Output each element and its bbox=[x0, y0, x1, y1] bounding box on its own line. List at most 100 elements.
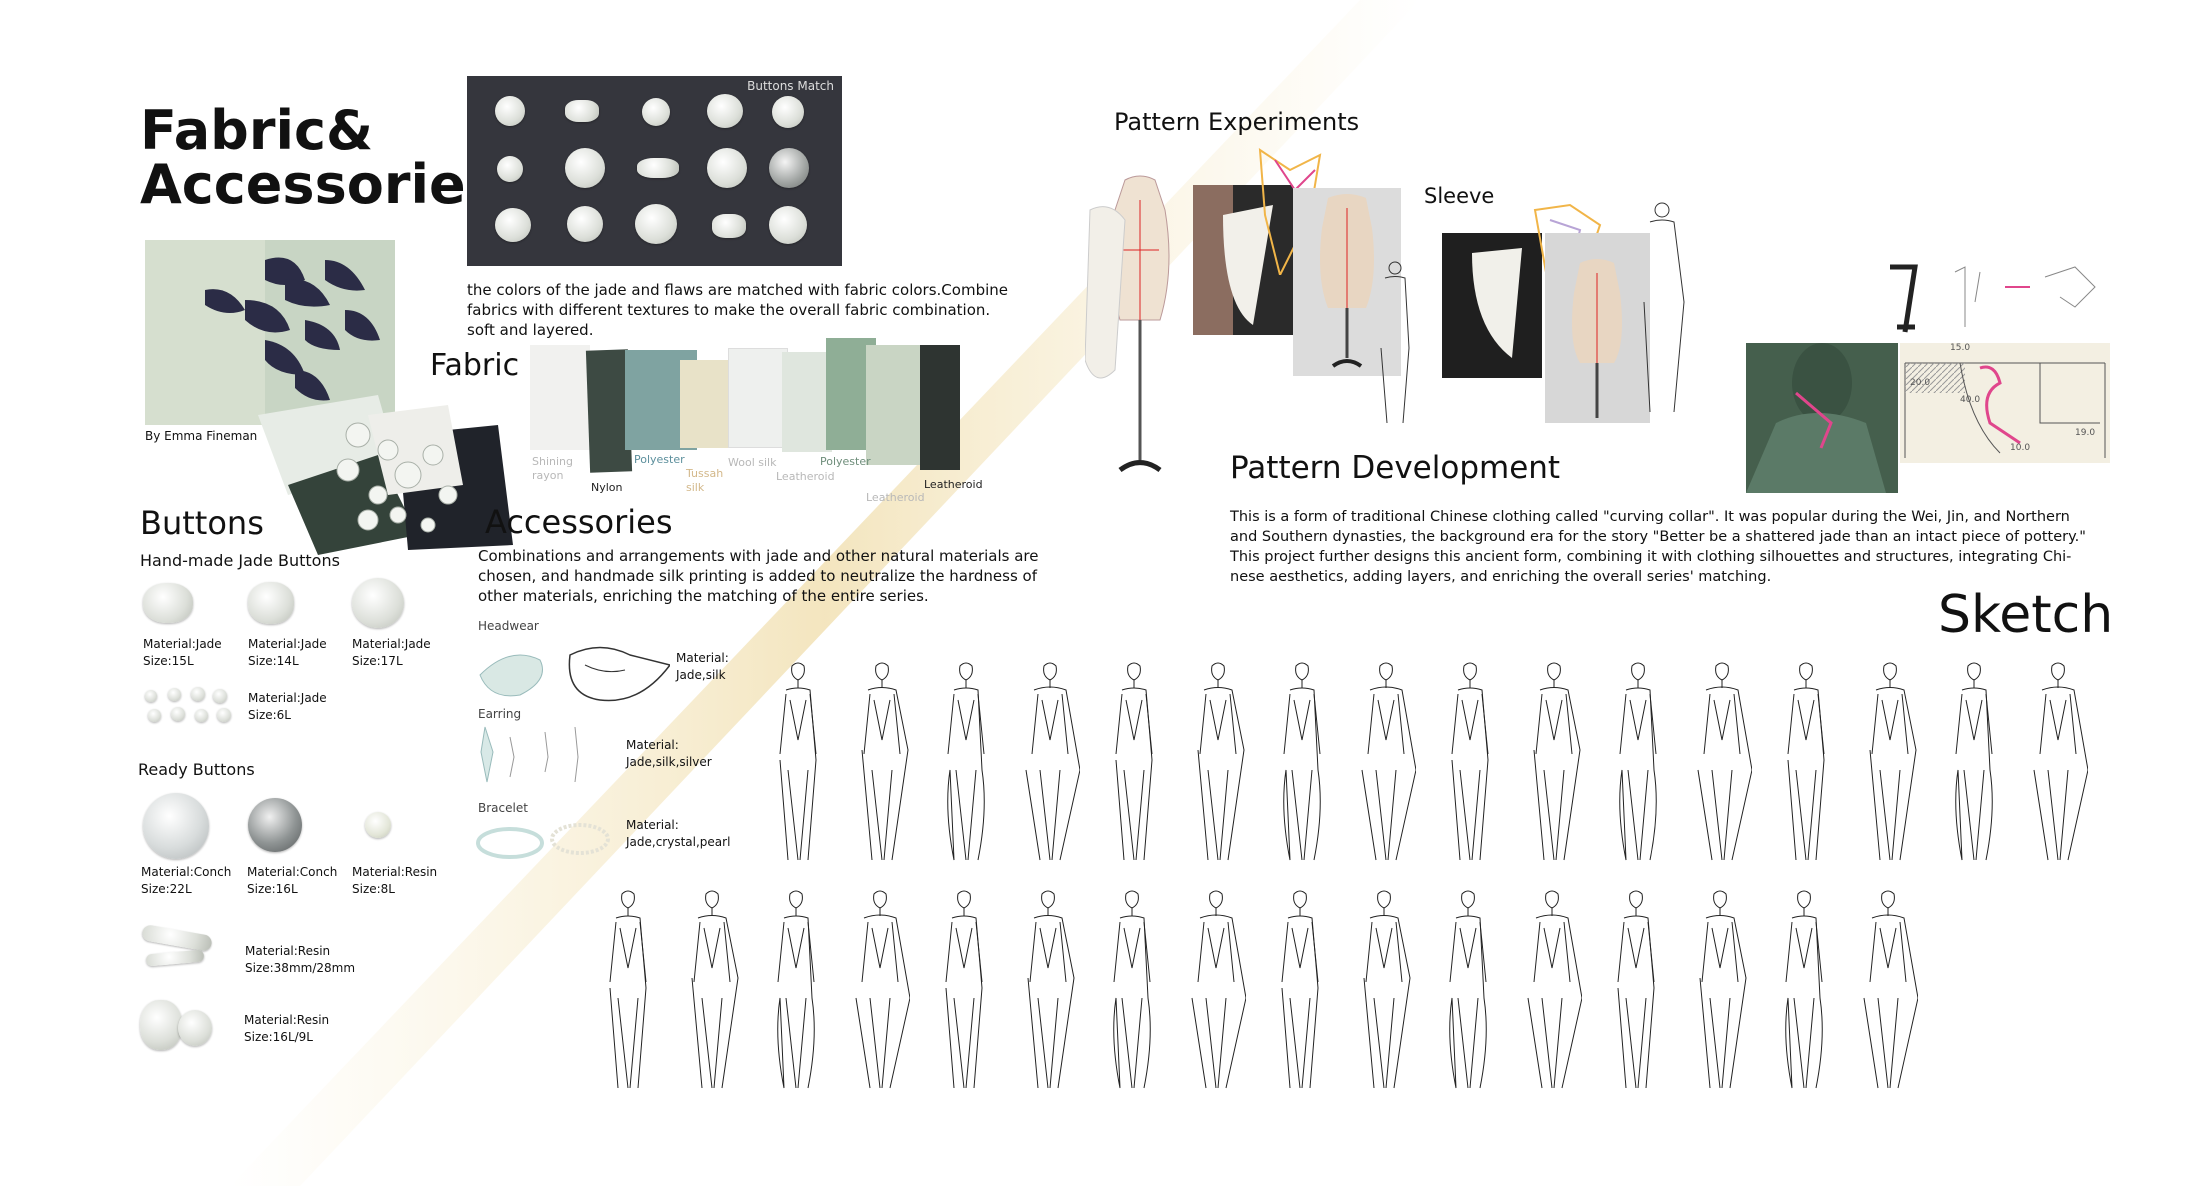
earring-material: Jade,silk,silver bbox=[626, 755, 712, 769]
fashion-sketch-figure bbox=[947, 662, 985, 861]
ready-button-size: Size:16L/9L bbox=[244, 1030, 313, 1044]
fabric-heading: Fabric bbox=[430, 348, 520, 383]
fabric-label: Leatheroid bbox=[776, 470, 835, 483]
fabric-note-line1: the colors of the jade and flaws are mat… bbox=[467, 281, 1008, 299]
accessories-heading: Accessories bbox=[485, 503, 673, 541]
ready-buttons-heading: Ready Buttons bbox=[138, 760, 255, 779]
fabric-label: Shining rayon bbox=[532, 455, 573, 482]
ready-button-size: Size:8L bbox=[352, 882, 395, 896]
pattern-piece-photo bbox=[1193, 185, 1293, 335]
jade-button-material: Material:Jade bbox=[352, 637, 431, 651]
button-sample bbox=[769, 148, 809, 188]
jade-button-size: Size:14L bbox=[248, 654, 299, 668]
bracelet-material-label: Material: bbox=[626, 818, 679, 832]
jade-button-material: Material:Jade bbox=[143, 637, 222, 651]
fabric-button-collage bbox=[248, 395, 518, 555]
sketch-row-2 bbox=[598, 888, 1958, 1098]
fashion-sketch-figure bbox=[1025, 662, 1080, 861]
headwear-material: Jade,silk bbox=[676, 668, 726, 682]
fashion-sketch-figure bbox=[1863, 890, 1918, 1089]
fabric-swatch bbox=[920, 345, 960, 470]
dress-form-photo bbox=[1085, 170, 1195, 490]
ready-button-material: Material:Resin bbox=[245, 944, 331, 958]
fashion-sketch-figure bbox=[1281, 890, 1319, 1089]
jade-button-material: Material:Jade bbox=[248, 691, 327, 705]
pattern-desc-line1: This is a form of traditional Chinese cl… bbox=[1230, 509, 2070, 525]
button-sample bbox=[712, 214, 746, 238]
draft-mark: 40.0 bbox=[1960, 395, 1981, 405]
fashion-sketch-figure bbox=[1619, 662, 1657, 861]
fashion-sketch-figure bbox=[1785, 890, 1823, 1089]
button-sample bbox=[635, 204, 677, 244]
fabric-swatch bbox=[866, 345, 922, 465]
page-title-line2: Accessories bbox=[140, 153, 498, 216]
ready-button-material: Material:Resin bbox=[244, 1013, 330, 1027]
headwear-material-label: Material: bbox=[676, 651, 729, 665]
fashion-sketch-figure bbox=[1869, 662, 1917, 861]
buttons-heading: Buttons bbox=[140, 504, 264, 542]
toggle-button-image bbox=[145, 949, 205, 967]
button-sample bbox=[495, 96, 525, 126]
accessories-desc-line3: other materials, enriching the matching … bbox=[478, 587, 929, 605]
draft-mark: 20.0 bbox=[1910, 378, 1931, 388]
page-title-line1: Fabric& bbox=[140, 99, 374, 162]
button-sample bbox=[642, 98, 670, 126]
fabric-label: Nylon bbox=[591, 481, 623, 494]
fashion-sketch-figure bbox=[1191, 890, 1246, 1089]
button-sample bbox=[707, 94, 743, 128]
sleeve-pattern-photo bbox=[1442, 233, 1542, 378]
fashion-sketch-figure bbox=[779, 662, 817, 861]
fabric-label: Leatheroid bbox=[924, 478, 983, 491]
conch-button-image bbox=[143, 793, 209, 859]
ready-button-size: Size:22L bbox=[141, 882, 192, 896]
conch-button-image bbox=[248, 798, 302, 852]
painting-credit: By Emma Fineman bbox=[145, 429, 258, 443]
fabric-note-line2: fabrics with different textures to make … bbox=[467, 301, 991, 319]
bracelet-image bbox=[475, 815, 615, 865]
ready-button-material: Material:Resin bbox=[352, 865, 438, 879]
fashion-sketch-figure bbox=[861, 662, 909, 861]
jade-button-image bbox=[248, 582, 294, 624]
fabric-swatch bbox=[530, 345, 590, 450]
earring-image bbox=[475, 722, 595, 792]
pattern-desc-line4: nese aesthetics, adding layers, and enri… bbox=[1230, 569, 1772, 585]
resin-button-image bbox=[178, 1010, 212, 1046]
collar-draft-sketches bbox=[1885, 262, 2110, 342]
fabric-swatch bbox=[728, 348, 788, 448]
bracelet-label: Bracelet bbox=[478, 801, 528, 815]
fabric-label: Leatheroid bbox=[866, 491, 925, 504]
pattern-desc-line3: This project further designs this ancien… bbox=[1230, 549, 2072, 565]
bracelet-material: Jade,crystal,pearl bbox=[626, 835, 731, 849]
jade-button-material: Material:Jade bbox=[248, 637, 327, 651]
earring-material-label: Material: bbox=[626, 738, 679, 752]
jade-button-image bbox=[352, 578, 404, 628]
collar-drafting-diagram: 15.0 20.0 40.0 19.0 10.0 bbox=[1900, 343, 2110, 463]
fashion-sketch-figure bbox=[777, 890, 815, 1089]
fabric-note-line3: soft and layered. bbox=[467, 321, 594, 339]
fashion-sketch-figure bbox=[1451, 662, 1489, 861]
fashion-sketch-figure bbox=[1617, 890, 1655, 1089]
fashion-sketch-figure bbox=[1533, 662, 1581, 861]
headwear-label: Headwear bbox=[478, 619, 539, 633]
buttons-match-panel: Buttons Match bbox=[467, 76, 842, 266]
draft-mark: 15.0 bbox=[1950, 343, 1971, 353]
sketch-row-1 bbox=[768, 660, 2098, 870]
fabric-label: Wool silk bbox=[728, 456, 777, 469]
pattern-desc-line2: and Southern dynasties, the background e… bbox=[1230, 529, 2086, 545]
button-sample bbox=[637, 158, 679, 178]
accessories-desc-line2: chosen, and handmade silk printing is ad… bbox=[478, 567, 1037, 585]
draft-mark: 10.0 bbox=[2010, 443, 2031, 453]
fabric-swatch bbox=[782, 352, 832, 452]
resin-button-image bbox=[365, 812, 391, 838]
fashion-sketch-figure bbox=[1113, 890, 1151, 1089]
dress-form-photo-2 bbox=[1293, 188, 1401, 376]
jade-collar-photo bbox=[1746, 343, 1898, 493]
fashion-sketch-figure bbox=[2033, 662, 2088, 861]
sketch-heading: Sketch bbox=[1938, 585, 2114, 645]
fashion-sketch-figure bbox=[1283, 662, 1321, 861]
fabric-label: Tussah silk bbox=[686, 467, 724, 494]
button-sample bbox=[495, 208, 531, 242]
fashion-sketch-figure bbox=[1115, 662, 1153, 861]
fashion-sketch-figure bbox=[1699, 890, 1747, 1089]
pattern-development-heading: Pattern Development bbox=[1230, 450, 1561, 486]
